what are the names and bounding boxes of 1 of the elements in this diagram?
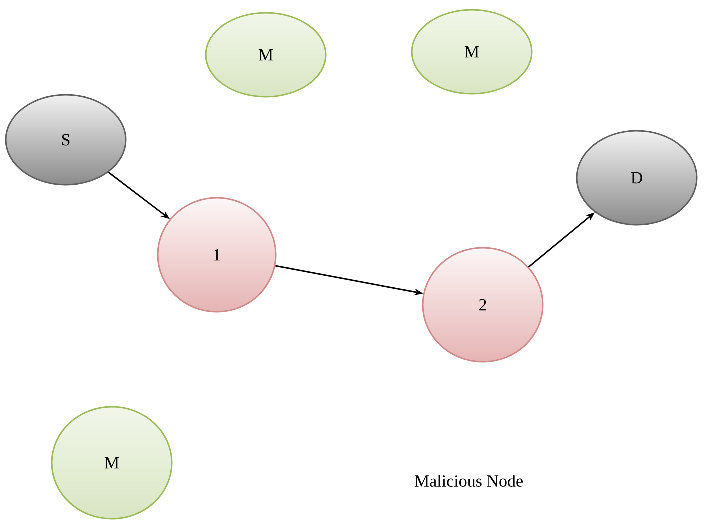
note-text: Malicious Node	[414, 475, 523, 487]
